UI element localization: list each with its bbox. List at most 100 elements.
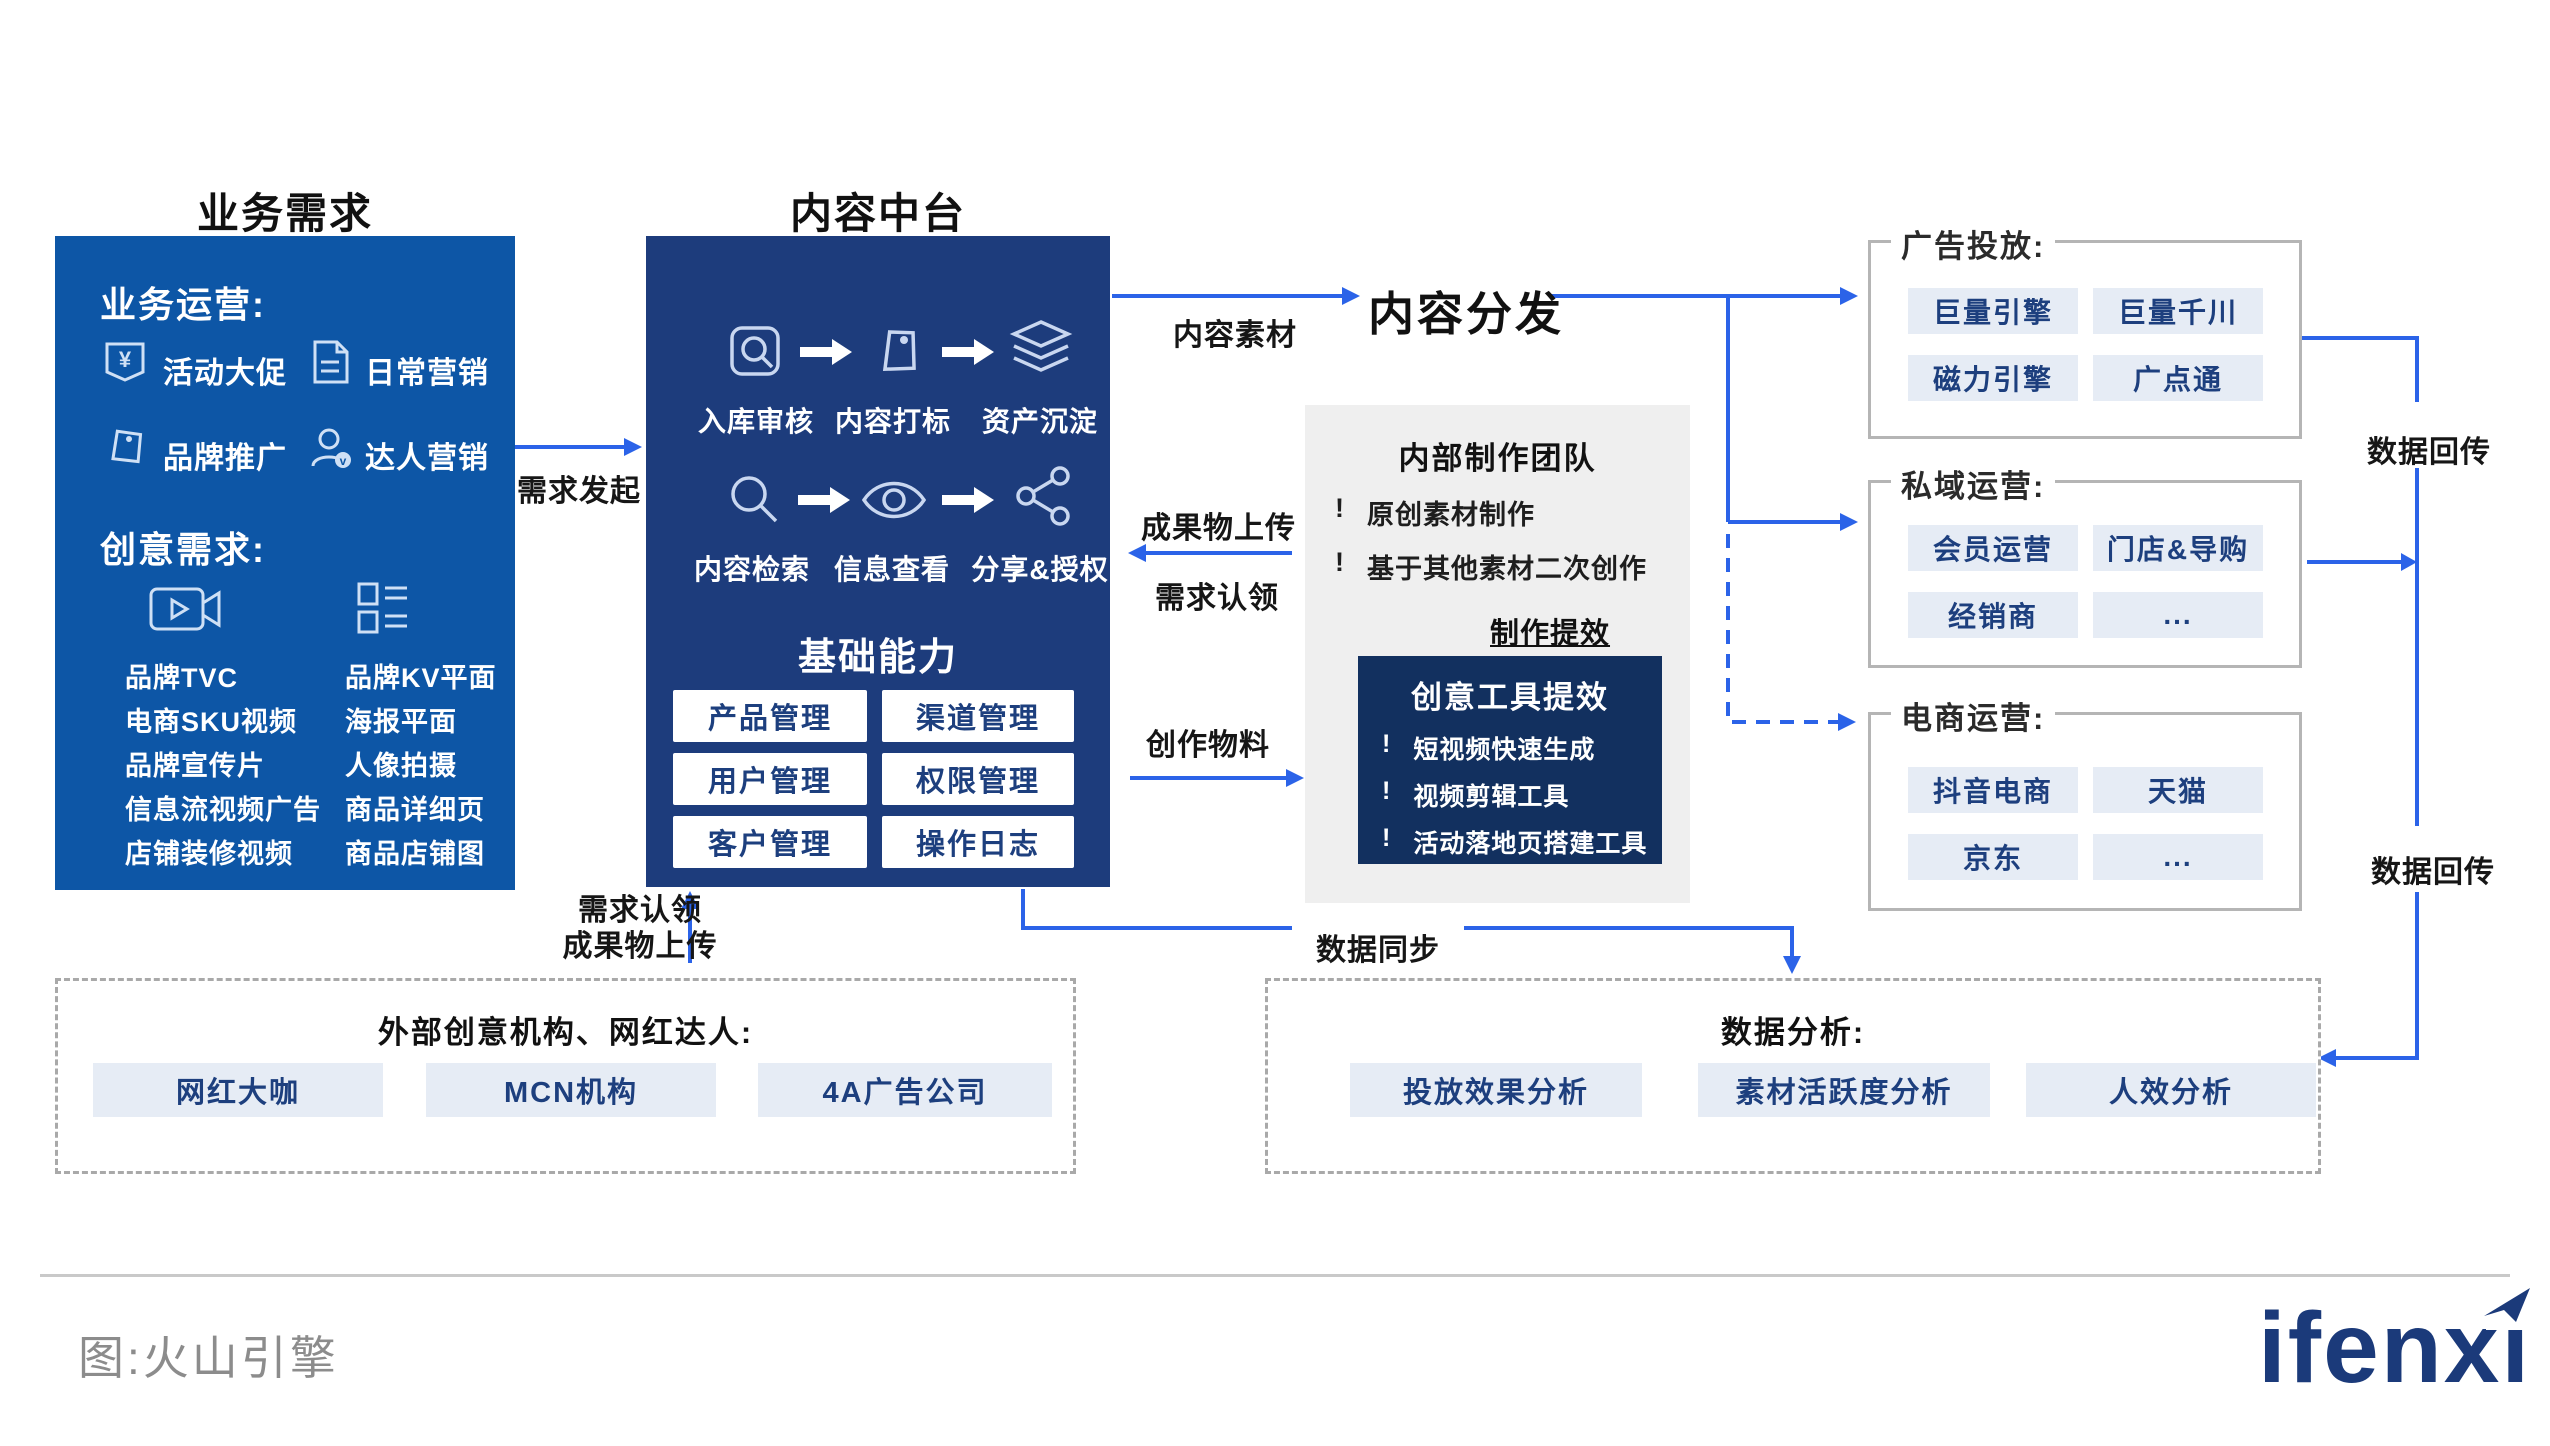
logo-arrow-icon: [2484, 1288, 2530, 1322]
ifenxi-logo: ifenxi: [2258, 1288, 2532, 1410]
share-auth-icon: [1016, 466, 1070, 526]
arrowhead: [624, 438, 642, 456]
layout-icon: [357, 582, 407, 634]
business-demand-title: 业务需求: [196, 190, 373, 237]
private-domain-title: 私域运营:: [1891, 461, 2056, 506]
creative-item: 商品店铺图: [345, 839, 485, 869]
intake-audit-icon: [730, 326, 780, 376]
external-chip: 4A广告公司: [758, 1063, 1052, 1117]
arrowhead: [1840, 513, 1858, 531]
arrowhead: [1286, 769, 1304, 787]
arrowhead: [1128, 544, 1146, 562]
external-agencies-box: 外部创意机构、网红达人: 网红大咖 MCN机构 4A广告公司: [55, 978, 1076, 1174]
bullet-mark: !: [1335, 493, 1345, 523]
arrow-right-icon: [800, 339, 852, 365]
arrowhead: [1342, 287, 1360, 305]
content-material-label: 内容素材: [1173, 319, 1297, 352]
channel-chip: 天猫: [2093, 767, 2263, 813]
external-chip: MCN机构: [426, 1063, 716, 1117]
team-bullet-text: 原创素材制作: [1367, 500, 1535, 530]
bullet-mark: !: [1382, 824, 1392, 852]
capability-chip: 操作日志: [882, 816, 1074, 868]
internal-team-box: 内部制作团队 ! 原创素材制作 ! 基于其他素材二次创作 制作提效 创意工具提效…: [1305, 405, 1690, 903]
data-analysis-title: 数据分析:: [1720, 1015, 1866, 1050]
creative-item: 品牌KV平面: [345, 663, 497, 693]
bullet-mark: !: [1335, 547, 1345, 577]
data-sync-label: 数据同步: [1316, 934, 1440, 967]
footer-divider: [40, 1274, 2510, 1277]
analysis-chip: 素材活跃度分析: [1698, 1063, 1990, 1117]
external-chip: 网红大咖: [93, 1063, 383, 1117]
arrowhead: [1783, 956, 1801, 974]
operation-item-label: 日常营销: [365, 357, 489, 390]
external-agencies-title: 外部创意机构、网红达人:: [377, 1015, 754, 1050]
arrow-right-icon: [798, 487, 850, 513]
channel-chip: 经销商: [1908, 592, 2078, 638]
creative-tools-title: 创意工具提效: [1411, 680, 1609, 715]
hub-flow-label: 信息查看: [833, 554, 950, 585]
team-bullet-item: ! 基于其他素材二次创作: [1335, 547, 1647, 586]
channel-chip: 抖音电商: [1908, 767, 2078, 813]
claim-line2: 成果物上传: [562, 930, 718, 963]
channel-chip: 磁力引擎: [1908, 355, 2078, 401]
arrowhead: [2318, 1049, 2336, 1067]
content-tag-icon: [882, 330, 916, 372]
tool-bullet-text: 视频剪辑工具: [1413, 783, 1570, 811]
video-icon: [149, 587, 221, 631]
bullet-mark: !: [1382, 777, 1392, 805]
deliverable-upload-label: 成果物上传: [1141, 512, 1296, 545]
creative-item: 店铺装修视频: [125, 839, 293, 869]
source-caption: 图:火山引擎: [78, 1332, 339, 1384]
channel-chip: 门店&导购: [2093, 525, 2263, 571]
capability-chip: 用户管理: [673, 753, 867, 805]
demand-claim-label: 需求认领: [1155, 582, 1279, 615]
capability-chip: 客户管理: [673, 816, 867, 868]
operations-label: 业务运营:: [100, 284, 266, 325]
creative-item: 品牌宣传片: [125, 751, 265, 781]
person-icon: v: [311, 428, 351, 468]
tool-bullet-item: ! 活动落地页搭建工具: [1382, 824, 1647, 860]
business-demand-box: 业务运营: ¥ 活动大促 日常营销 品牌推广 v 达人营销 创意需求:: [55, 236, 515, 890]
content-distribution-title: 内容分发: [1368, 288, 1564, 340]
arrow-right-icon: [942, 487, 994, 513]
capability-chip: 渠道管理: [882, 690, 1074, 742]
creative-item: 海报平面: [345, 707, 457, 737]
content-hub-box: 入库审核 内容打标 资产沉淀 内容检索 信息查看 分享&授权 基础能力 产品管理: [646, 236, 1110, 887]
branch-to-ecom-dashed: [1726, 534, 1838, 724]
hub-flow-label: 内容检索: [693, 554, 810, 585]
channel-chip: 京东: [1908, 834, 2078, 880]
asset-layers-icon: [1009, 320, 1073, 372]
hub-flow-label: 分享&授权: [971, 554, 1109, 585]
info-view-icon: [861, 481, 927, 519]
channel-chip: 广点通: [2093, 355, 2263, 401]
data-analysis-box: 数据分析: 投放效果分析 素材活跃度分析 人效分析: [1265, 978, 2321, 1174]
creative-item: 人像拍摄: [345, 751, 457, 781]
tool-bullet-item: ! 短视频快速生成: [1382, 730, 1595, 766]
capability-chip: 权限管理: [882, 753, 1074, 805]
arrowhead: [1838, 713, 1856, 731]
production-boost-label: 制作提效: [1490, 618, 1611, 650]
content-hub-title: 内容中台: [789, 190, 966, 237]
tool-bullet-text: 活动落地页搭建工具: [1413, 830, 1648, 858]
private-domain-box: 私域运营: 会员运营 门店&导购 经销商 ...: [1868, 461, 2302, 668]
tool-bullet-text: 短视频快速生成: [1413, 736, 1596, 764]
hub-flow-label: 入库审核: [697, 406, 814, 437]
ad-placement-box: 广告投放: 巨量引擎 巨量千川 磁力引擎 广点通: [1868, 221, 2302, 439]
document-icon: [313, 340, 349, 384]
channel-chip: 巨量千川: [2093, 288, 2263, 334]
team-bullet-item: ! 原创素材制作: [1335, 493, 1535, 532]
channel-chip: 会员运营: [1908, 525, 2078, 571]
hub-flow-label: 内容打标: [834, 406, 951, 437]
creative-tools-box: 创意工具提效 ! 短视频快速生成 ! 视频剪辑工具 ! 活动落地页搭建工具: [1358, 656, 1662, 864]
creative-item: 商品详细页: [345, 795, 485, 825]
claim-line1: 需求认领: [578, 894, 702, 927]
creative-list-video: 品牌TVC 电商SKU视频 品牌宣传片 信息流视频广告 店铺装修视频: [125, 656, 321, 876]
ad-placement-title: 广告投放:: [1891, 221, 2056, 266]
demand-initiate-label: 需求发起: [517, 475, 641, 508]
svg-text:¥: ¥: [119, 347, 132, 372]
team-bullet-text: 基于其他素材二次创作: [1367, 554, 1647, 584]
channel-chip: 巨量引擎: [1908, 288, 2078, 334]
logo-text: ifenxi: [2258, 1292, 2532, 1404]
